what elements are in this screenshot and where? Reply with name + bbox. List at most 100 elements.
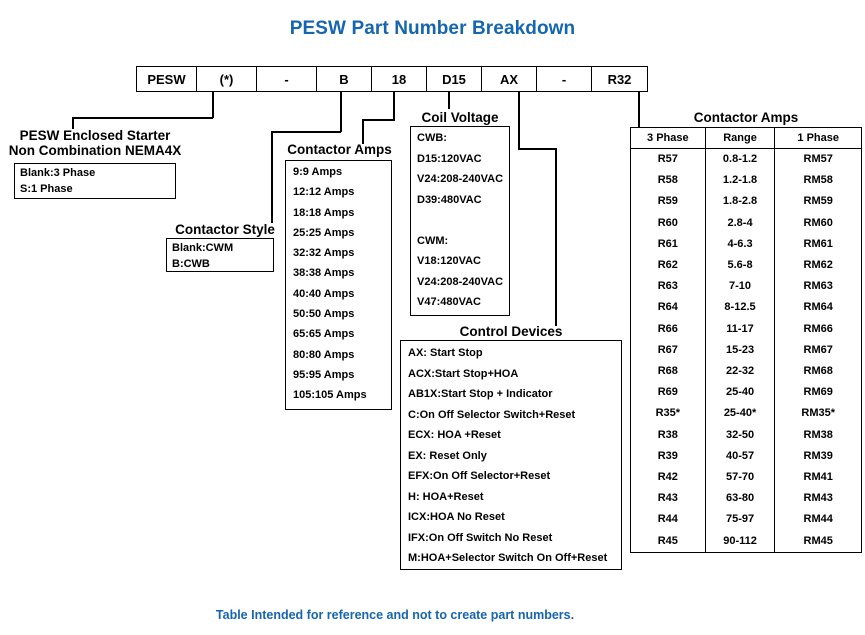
table-cell: R35* [630, 403, 706, 425]
list-item: V47:480VAC [417, 296, 481, 308]
connector-ctable-vert [638, 92, 640, 127]
list-item: EX: Reset Only [408, 449, 487, 462]
connector-camps-drop [362, 119, 364, 144]
part-number-cell-4: 18 [372, 67, 427, 91]
table-cell: R62 [630, 255, 706, 277]
table-cell: R68 [630, 361, 706, 383]
part-number-cell-0: PESW [137, 67, 197, 91]
table-cell: R57 [630, 148, 706, 171]
list-item: D15:120VAC [417, 152, 482, 165]
table-cell: 0.8-1.2 [704, 148, 776, 171]
part-number-cell-6: AX [482, 67, 537, 91]
table-cell: R43 [630, 488, 706, 510]
table-cell: RM69 [774, 382, 862, 404]
table-cell: RM68 [774, 361, 862, 383]
list-item: 40:40 Amps [293, 287, 355, 300]
table-cell: RM38 [774, 424, 862, 446]
table-cell: 22-32 [704, 361, 776, 383]
table-cell: R42 [630, 467, 706, 489]
coil-voltage-label: Coil Voltage [421, 110, 499, 125]
list-item: ICX:HOA No Reset [408, 511, 505, 523]
contactor-amps-table-label: Contactor Amps [693, 110, 799, 125]
list-item: IFX:On Off Switch No Reset [408, 531, 553, 544]
table-cell: 1.8-2.8 [704, 191, 776, 213]
list-item: 9:9 Amps [293, 166, 343, 178]
table-cell: R64 [630, 297, 706, 319]
table-cell: R69 [630, 382, 706, 404]
list-item-spacer [417, 215, 509, 226]
connector-cdev-drop [555, 148, 557, 326]
list-item: 38:38 Amps [293, 267, 355, 280]
footer-note: Table Intended for reference and not to … [215, 608, 575, 622]
list-item: D39:480VAC [417, 193, 482, 206]
part-number-cell-3: B [317, 67, 372, 91]
part-number-cell-8: R32 [607, 71, 632, 87]
table-cell: 25-40* [704, 403, 776, 425]
table-cell: 11-17 [704, 318, 776, 340]
list-item: 12:12 Amps [293, 186, 355, 199]
table-cell: RM64 [774, 297, 862, 319]
table-cell: 4-6.3 [704, 233, 776, 256]
table-column-header-0: 3 Phase [630, 127, 706, 149]
table-cell: R38 [630, 424, 706, 446]
table-cell: R61 [630, 233, 706, 256]
list-item: CWM: [417, 234, 449, 247]
table-cell: RM63 [774, 276, 862, 298]
table-cell: R45 [630, 530, 706, 553]
list-item: AB1X:Start Stop + Indicator [408, 388, 553, 400]
table-cell: 32-50 [704, 424, 776, 446]
control-devices-options-box: AX: Start Stop ACX:Start Stop+HOA AB1X:S… [400, 340, 622, 570]
table-cell: RM67 [774, 339, 862, 362]
list-item: V24:208-240VAC [417, 173, 504, 185]
table-cell: R60 [630, 212, 706, 234]
list-item: Blank:CWM [172, 242, 234, 254]
table-cell: 1.2-1.8 [704, 170, 776, 192]
list-item: ACX:Start Stop+HOA [408, 367, 519, 380]
table-cell: 2.8-4 [704, 212, 776, 234]
table-column-header-1: Range [704, 127, 776, 149]
table-cell: RM39 [774, 445, 862, 468]
table-cell: RM57 [774, 148, 862, 171]
table-cell: RM45 [774, 530, 862, 553]
table-cell: R67 [630, 339, 706, 362]
table-row: R35*25-40*RM35* [630, 403, 862, 425]
list-item: M:HOA+Selector Switch On Off+Reset [408, 552, 608, 564]
table-cell: RM66 [774, 318, 862, 340]
table-cell: R39 [630, 445, 706, 468]
page-title: PESW Part Number Breakdown [289, 18, 576, 39]
list-item: 25:25 Amps [293, 226, 355, 239]
list-item: CWB: [417, 132, 447, 144]
contactor-amps-options-box: 9:9 Amps 12:12 Amps 18:18 Amps 25:25 Amp… [285, 160, 392, 410]
table-cell: RM41 [774, 467, 862, 489]
table-cell: R63 [630, 276, 706, 298]
list-item: 95:95 Amps [293, 368, 355, 381]
part-number-cell-2: - [257, 67, 317, 91]
pesw-starter-label-line1: PESW Enclosed Starter [19, 128, 171, 143]
list-item: S:1 Phase [20, 183, 73, 195]
connector-camps-vert [393, 92, 395, 120]
list-item: 32:32 Amps [293, 247, 355, 260]
table-cell: 90-112 [704, 530, 776, 553]
pesw-starter-label-line2: Non Combination NEMA4X [8, 143, 182, 158]
connector-style-drop [271, 131, 273, 223]
list-item: 18:18 Amps [293, 206, 355, 219]
contactor-style-options-box: Blank:CWM B:CWB [166, 238, 274, 272]
part-number-cell-7: - [537, 67, 592, 91]
table-cell: RM44 [774, 509, 862, 531]
part-number-cell-5: D15 [427, 67, 482, 91]
table-cell: 75-97 [704, 509, 776, 531]
list-item: 105:105 Amps [293, 389, 367, 402]
table-cell: R44 [630, 509, 706, 531]
